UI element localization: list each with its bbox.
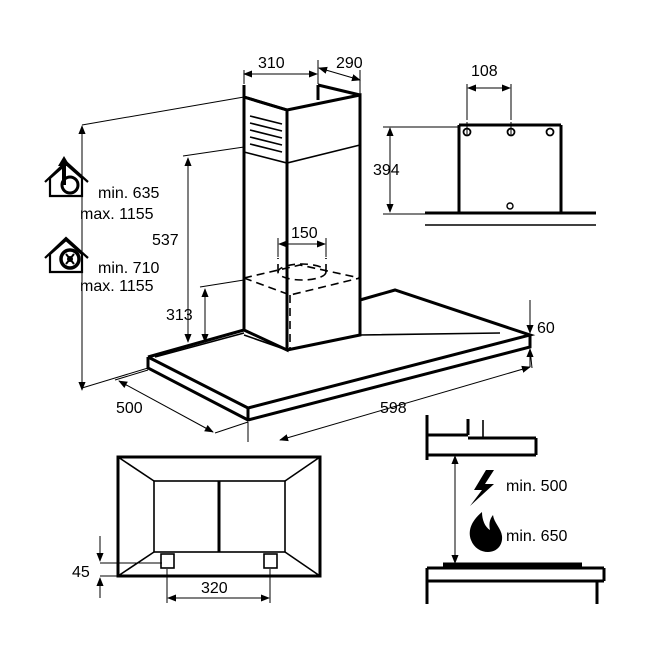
chimney-top [242,83,361,112]
bottom-filter-mount [263,553,278,569]
dim-height-vent: 537 [152,232,179,249]
dim-chimney-width: 290 [336,55,363,72]
canopy-edge [146,335,532,422]
bracket-hole [545,127,555,137]
dim-bottom-offset: 45 [72,564,90,581]
recirculation-max: max. 1155 [80,278,154,295]
house-exhaust-icon [44,156,89,198]
bottom-filter-mount [160,553,175,569]
dim-canopy-width: 598 [380,400,407,417]
bracket-view [383,84,596,226]
chimney-front [242,94,289,353]
dim-outlet-diameter: 150 [291,225,318,242]
recirculation-min: min. 710 [98,260,159,277]
motor-box-dashed [243,258,361,348]
dim-height-base: 313 [166,307,193,324]
clearance-electric: min. 500 [506,478,567,495]
chimney-side [286,93,362,352]
dim-bottom-spacing: 320 [201,580,228,597]
dim-canopy-depth: 500 [116,400,143,417]
hood-main-view [146,83,536,422]
dimension-lines [78,60,534,442]
dim-canopy-thickness: 60 [537,320,555,337]
house-recirculation-icon [44,236,89,274]
dim-hole-spacing: 108 [471,63,498,80]
dim-bracket-height: 394 [373,162,400,179]
extraction-min: min. 635 [98,185,159,202]
dim-chimney-depth: 310 [258,55,285,72]
lightning-icon [470,470,494,506]
clearance-gas: min. 650 [506,528,567,545]
flame-icon [469,512,503,552]
bracket-hole [506,202,514,210]
extraction-max: max. 1155 [80,206,154,223]
bottom-view [96,455,322,603]
vent-grille [249,115,283,153]
clearance-view [425,415,606,604]
